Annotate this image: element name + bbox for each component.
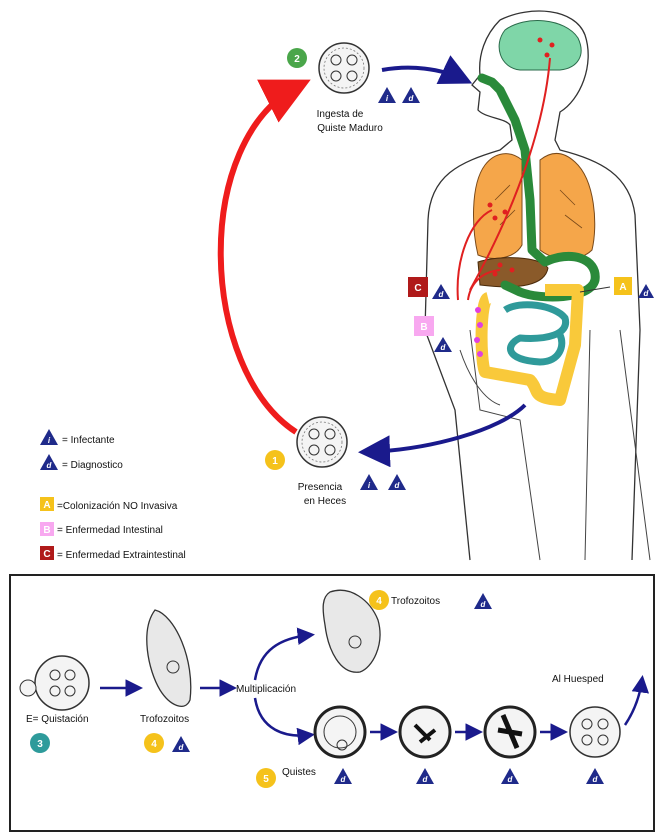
svg-text:2: 2	[294, 54, 300, 65]
svg-text:4: 4	[376, 596, 382, 607]
step-4-top-badge: 4	[369, 590, 389, 610]
legend-b: = Enfermedad Intestinal	[57, 525, 163, 536]
cyst-stage-1	[315, 707, 365, 757]
left-lung	[474, 154, 522, 259]
cysts-label: Quistes	[282, 767, 316, 778]
excysting-cyst	[20, 656, 89, 710]
svg-text:A: A	[619, 282, 626, 293]
step-3-badge: 3	[30, 733, 50, 753]
step-5-badge: 5	[256, 768, 276, 788]
to-host-label: Al Huesped	[552, 674, 604, 685]
trophozoite-top-label: Trofozoitos	[391, 596, 440, 607]
small-intestine	[505, 305, 566, 362]
mature-cyst-ingested	[319, 43, 369, 93]
cyst-stage-3	[485, 707, 535, 757]
step-2-badge: 2	[287, 48, 307, 68]
svg-text:4: 4	[151, 739, 157, 750]
excystation-label: E= Quistación	[26, 714, 89, 725]
svg-text:3: 3	[37, 739, 43, 750]
letter-a-marker: A d	[614, 277, 654, 298]
transmission-arrow	[221, 85, 300, 432]
legend-infectante: = Infectante	[62, 435, 115, 446]
letter-c-marker: C d	[408, 277, 450, 299]
trophozoite-left-label: Trofozoitos	[140, 714, 189, 725]
svg-text:C: C	[414, 283, 421, 294]
legend-diagnostico: = Diagnostico	[62, 460, 123, 471]
legend: i = Infectante d = Diagnostico A =Coloni…	[40, 429, 186, 561]
svg-text:B: B	[43, 525, 50, 536]
svg-text:A: A	[43, 500, 50, 511]
cyst-in-feces	[297, 417, 347, 467]
step-2-triangles: i d	[378, 87, 420, 103]
step-1-badge: 1	[265, 450, 285, 470]
step-1-label-line2: en Heces	[304, 496, 346, 507]
multiplication-label: Multiplicación	[236, 684, 296, 695]
right-lung	[540, 154, 595, 260]
brain-organ	[499, 21, 581, 70]
legend-c: = Enfermedad Extraintestinal	[57, 550, 186, 561]
svg-text:B: B	[420, 322, 427, 333]
step-2-label-line1: Ingesta de	[317, 109, 364, 120]
step-4-left-badge: 4 d	[144, 733, 190, 753]
cyst-diagnostic-triangles: d d d d	[334, 768, 604, 784]
cyst-stage-2	[400, 707, 450, 757]
step-1-label-line1: Presencia	[298, 482, 343, 493]
step-2-label-line2: Quiste Maduro	[317, 123, 383, 134]
cyst-stage-4-mature	[570, 707, 620, 757]
svg-text:5: 5	[263, 774, 269, 785]
legend-a: =Colonización NO Invasiva	[57, 501, 178, 512]
svg-text:1: 1	[272, 456, 278, 467]
trophozoite-left	[147, 610, 191, 706]
ingestion-arrow	[382, 68, 465, 80]
step-1-triangles: i d	[360, 474, 406, 490]
letter-b-marker: B d	[414, 316, 452, 352]
svg-text:C: C	[43, 549, 50, 560]
excretion-arrow	[366, 405, 525, 452]
